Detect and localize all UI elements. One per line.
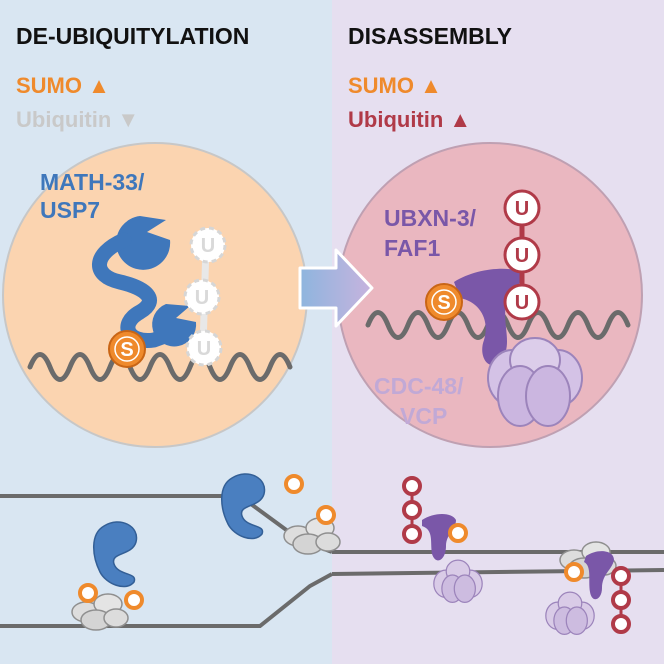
faf1-adaptor	[454, 268, 523, 366]
left-ubiquitin-letter-middle: U	[195, 287, 209, 309]
left-sumo-letter: S	[120, 339, 133, 361]
usp7-label-line2: USP7	[40, 197, 101, 223]
right-disassembly-upper	[402, 476, 483, 603]
right-sumo-mark	[425, 283, 463, 321]
left-replisome-upper	[220, 473, 341, 555]
right-ubiquitin-chain	[503, 189, 541, 321]
right-panel-heading: DISASSEMBLY	[348, 23, 513, 49]
faf1-label-line2: FAF1	[384, 235, 441, 261]
vcp-label-line1: CDC-48/	[374, 373, 464, 399]
right-ubiquitin-letter-top: U	[515, 198, 529, 220]
right-sumo-label: SUMO ▲	[348, 73, 442, 98]
faf1-label-line1: UBXN-3/	[384, 205, 477, 231]
right-ubiquitin-label: Ubiquitin ▲	[348, 107, 472, 132]
vcp-label-line2: VCP	[400, 403, 448, 429]
right-ubiquitin-letter-middle: U	[515, 245, 529, 267]
right-disassembly-lower	[545, 541, 631, 635]
left-sumo-mark	[108, 330, 146, 368]
right-sumo-letter: S	[437, 292, 450, 314]
left-ubiquitin-label: Ubiquitin ▼	[16, 107, 140, 132]
left-ubiquitin-letter-top: U	[201, 235, 215, 257]
right-ubiquitin-letter-bottom: U	[515, 292, 529, 314]
left-ubiquitin-chain	[183, 226, 227, 367]
vcp-hexamer	[487, 337, 583, 427]
left-replisome-lower	[71, 521, 144, 631]
left-dna-strand	[27, 352, 293, 382]
left-panel-heading: DE-UBIQUITYLATION	[16, 23, 250, 49]
left-replication-strand-bottom	[0, 572, 333, 628]
transition-arrow-icon	[298, 248, 374, 328]
usp7-label-line1: MATH-33/	[40, 169, 145, 195]
left-ubiquitin-letter-bottom: U	[197, 338, 211, 360]
left-sumo-label: SUMO ▲	[16, 73, 110, 98]
